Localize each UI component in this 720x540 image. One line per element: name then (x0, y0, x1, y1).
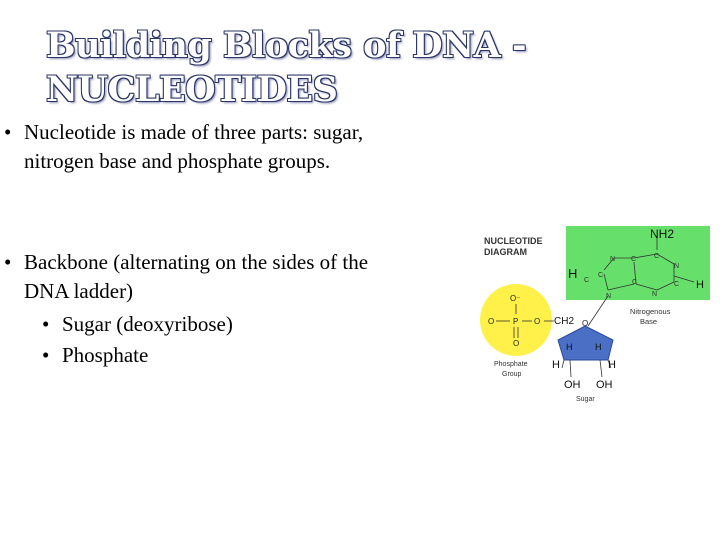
ring-o: O (582, 319, 588, 328)
sugar-h-lower-right: H (608, 359, 616, 371)
sub-bullet-sugar: • Sugar (deoxyribose) (42, 312, 233, 336)
base-h-right: H (696, 279, 704, 291)
sub-bullet-1-text: Sugar (deoxyribose) (62, 312, 233, 336)
base-atom-5: C (598, 272, 603, 279)
phosphate-o-right: O (534, 317, 540, 326)
nitrogenous-label-1: Nitrogenous (630, 307, 671, 316)
nucleotide-diagram: NUCLEOTIDE DIAGRAM NH2 N C C N C C N C N… (480, 226, 710, 403)
phosphate-label-2: Group (502, 371, 522, 378)
base-atom-2: C (631, 256, 636, 263)
ch2-label: CH2 (554, 316, 574, 327)
bullet-2-line-2: DNA ladder) (24, 279, 134, 303)
phosphate-bonds (496, 304, 554, 338)
base-bonds (587, 236, 695, 327)
slide-title: Building Blocks of DNA - NUCLEOTIDES (46, 24, 566, 112)
bullet-1-line-2: nitrogen base and phosphate groups. (24, 149, 331, 173)
phosphate-o-left: O (488, 317, 494, 326)
title-line-1: Building Blocks of DNA - (46, 25, 526, 66)
base-background (566, 226, 710, 300)
phosphate-o-bottom: O (513, 339, 519, 348)
base-atom-9: N (652, 291, 657, 298)
phosphate-o-top: O⁻ (510, 294, 520, 303)
ring-h-2: H (595, 342, 602, 352)
base-atom-8: C (674, 281, 679, 288)
base-atom-10: C (584, 277, 589, 284)
base-atom-4: N (674, 263, 679, 270)
bullet-2-line-1: Backbone (alternating on the sides of th… (24, 250, 369, 274)
base-atom-7: N (606, 293, 611, 300)
phosphate-p: P (513, 317, 518, 326)
nh2-label: NH2 (650, 227, 674, 241)
phosphate-circle (480, 284, 552, 356)
diagram-heading-1: NUCLEOTIDE (484, 236, 543, 246)
base-h-left: H (568, 266, 577, 281)
diagram-heading-2: DIAGRAM (484, 247, 527, 257)
sugar-oh-1: OH (564, 379, 581, 391)
sugar-bonds (561, 359, 612, 378)
nitrogenous-label-2: Base (640, 317, 657, 326)
sugar-oh-2: OH (596, 379, 613, 391)
base-atom-1: N (610, 256, 615, 263)
sugar-label: Sugar (576, 396, 595, 403)
ring-h-1: H (566, 342, 573, 352)
bullet-1-line-1: Nucleotide is made of three parts: sugar… (24, 120, 364, 144)
base-atom-6: C (632, 279, 637, 286)
sugar-pentagon (557, 325, 614, 361)
base-atom-3: C (654, 253, 659, 260)
phosphate-label-1: Phosphate (494, 361, 528, 368)
sugar-h-lower-left: H (552, 359, 560, 371)
sub-bullet-2-text: Phosphate (62, 343, 149, 367)
bullet-1: • Nucleotide is made of three parts: sug… (4, 120, 364, 173)
title-line-2: NUCLEOTIDES (46, 69, 338, 110)
bullet-2: • Backbone (alternating on the sides of … (4, 250, 369, 303)
sub-bullet-phosphate: • Phosphate (42, 343, 149, 367)
